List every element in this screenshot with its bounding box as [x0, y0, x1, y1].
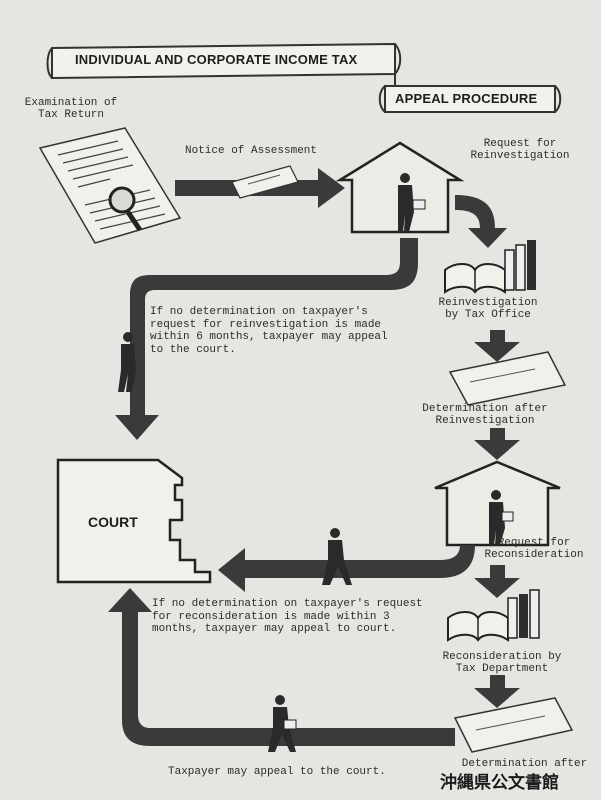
- arrow-to-reconsideration-request: [474, 428, 520, 460]
- court-building-icon: [56, 458, 212, 584]
- arrow-final-appeal-to-court: [108, 588, 455, 746]
- banner-title: INDIVIDUAL AND CORPORATE INCOME TAX: [75, 52, 358, 67]
- banner-subtitle: APPEAL PROCEDURE: [395, 91, 538, 106]
- label-reinvestigation: Reinvestigation by Tax Office: [438, 297, 538, 321]
- arrow-to-determination-1: [474, 330, 520, 362]
- arrow-to-tax-office: [455, 195, 507, 248]
- taxpayer-with-briefcase-icon: [268, 695, 297, 752]
- arrow-to-reconsideration: [474, 565, 520, 598]
- label-examination: Examination of Tax Return: [24, 97, 118, 121]
- label-reconsideration: Reconsideration by Tax Department: [442, 651, 562, 675]
- arrow-to-determination-2: [474, 675, 520, 708]
- taxpayer-figure-icon: [118, 332, 136, 392]
- label-determination-reinvestigation: Determination after Reinvestigation: [422, 403, 548, 427]
- label-notice-of-assessment: Notice of Assessment: [184, 145, 318, 157]
- title-banner: [46, 42, 562, 113]
- label-determination-reconsideration: Determination after: [461, 758, 588, 770]
- reinvestigation-books-icon: [444, 240, 536, 294]
- label-request-reconsideration: Request for Reconsideration: [484, 537, 584, 561]
- tax-return-document-icon: [38, 127, 182, 244]
- determination-document-icon: [448, 351, 567, 406]
- note-three-months: If no determination on taxpayer's reques…: [152, 598, 423, 635]
- note-six-months: If no determination on taxpayer's reques…: [150, 306, 388, 356]
- archive-seal: 沖縄県公文書館: [440, 773, 559, 793]
- label-request-reinvestigation: Request for Reinvestigation: [470, 138, 570, 162]
- notice-envelope-icon: [231, 165, 299, 199]
- walking-taxpayer-icon: [322, 528, 352, 585]
- court-label: COURT: [88, 514, 138, 530]
- final-determination-document-icon: [453, 697, 574, 753]
- tax-department-house-icon: [434, 460, 561, 547]
- tax-office-house-icon: [335, 141, 465, 234]
- arrow-to-court-six-months: [115, 238, 418, 440]
- note-final-appeal: Taxpayer may appeal to the court.: [168, 766, 386, 778]
- reconsideration-books-icon: [447, 589, 540, 642]
